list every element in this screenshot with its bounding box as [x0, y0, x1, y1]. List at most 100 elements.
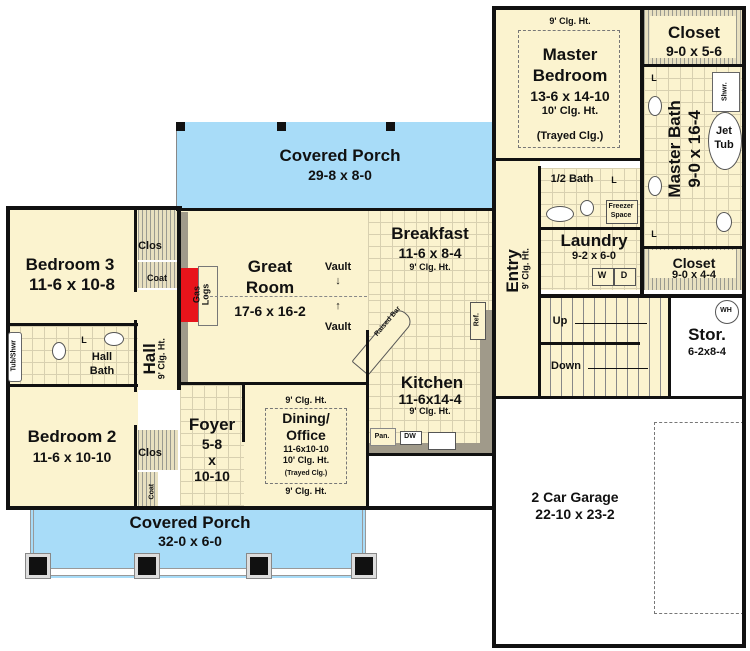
front-porch-size: 32-0 x 6-0 [158, 533, 222, 549]
refrigerator-label: Ref. [473, 313, 481, 327]
water-heater-label: WH [720, 307, 732, 314]
bedroom3-coat-label: Coat [147, 273, 167, 283]
washer [592, 268, 614, 286]
dining-trayed-note: (Trayed Clg.) [284, 470, 328, 477]
garage-door [654, 422, 744, 614]
master-name-line1: Master [542, 45, 598, 64]
great-room-name-line1: Great [247, 257, 293, 276]
jet-tub-label-line1: Jet [716, 125, 732, 137]
jet-tub-label-line2: Tub [714, 139, 734, 151]
great-room-name-line2: Room [245, 278, 295, 297]
front-porch-label: Covered Porch [129, 513, 251, 532]
washer-label: W [597, 270, 607, 280]
dishwasher [400, 431, 422, 445]
master-bath-lav-top: L [651, 73, 657, 83]
wall [244, 382, 368, 385]
garage [496, 398, 746, 648]
kitchen-sink [428, 432, 456, 450]
wall [492, 644, 746, 648]
wall [640, 246, 746, 249]
breakfast-name: Breakfast [391, 224, 469, 243]
master-bath-lav-bottom: L [651, 229, 657, 239]
laundry-name: Laundry [560, 231, 628, 250]
wall [134, 425, 137, 509]
foyer-size-line3: 10-10 [194, 468, 230, 484]
kitchen-counter-right [480, 310, 492, 455]
half-bath-name: 1/2 Bath [550, 173, 594, 185]
wall [366, 330, 369, 510]
half-bath-sink [546, 206, 574, 222]
bedroom3-coat-closet [138, 262, 178, 288]
logs-label: Logs [201, 283, 211, 306]
stairs-down-label: Down [551, 360, 581, 372]
master-bath-size: 9-0 x 16-4 [685, 110, 705, 188]
hall-bath-sink [104, 332, 124, 346]
wall [6, 384, 138, 387]
rear-covered-porch [176, 122, 494, 210]
freezer-label-line1: Freezer [608, 203, 634, 210]
entry-ceiling: 9' Clg. Ht. [520, 248, 531, 290]
bedroom-2 [8, 386, 138, 508]
dining-perimeter-top: 9' Clg. Ht. [285, 395, 327, 405]
garage-size: 22-10 x 23-2 [535, 506, 615, 522]
master-bath-sink [648, 176, 662, 196]
hall [138, 290, 180, 390]
stairs-up-label: Up [552, 315, 568, 327]
porch-post [386, 122, 395, 131]
porch-post [26, 554, 50, 578]
tub-shower [8, 332, 22, 382]
fireplace [180, 268, 198, 322]
garage-name: 2 Car Garage [531, 489, 619, 505]
dryer-label: D [620, 270, 628, 280]
master-name-line2: Bedroom [532, 66, 608, 85]
wall [496, 158, 644, 161]
wall [538, 294, 746, 298]
vault-down-arrow-icon: ↓ [335, 275, 341, 287]
closet-top-name: Closet [668, 23, 720, 42]
entry-name: Entry [503, 249, 523, 293]
wall [177, 382, 247, 385]
closet-top-size: 9-0 x 5-6 [665, 43, 723, 59]
closet-mid-name: Closet [672, 255, 716, 271]
bedroom3-size: 11-6 x 10-8 [28, 275, 115, 294]
breakfast-size: 11-6 x 8-4 [398, 245, 462, 261]
porch-post [352, 554, 376, 578]
wall [640, 64, 746, 67]
freezer-space [606, 200, 638, 224]
wall [668, 296, 671, 398]
wall [538, 166, 541, 398]
wall [492, 8, 496, 648]
wall [540, 342, 640, 345]
hall-bath-name-line2: Bath [89, 365, 115, 377]
kitchen-size: 11-6x14-4 [398, 391, 462, 407]
wall [177, 208, 181, 390]
master-bedroom [496, 10, 642, 160]
master-trayed-note: (Trayed Clg.) [536, 130, 604, 142]
vault-line [205, 296, 367, 297]
great-room-size: 17-6 x 16-2 [234, 303, 306, 319]
closet-mid-size: 9-0 x 4-4 [671, 269, 717, 281]
porch-post [277, 122, 286, 131]
water-heater [715, 300, 739, 324]
dryer [614, 268, 636, 286]
bedroom2-size: 11-6 x 10-10 [32, 449, 112, 465]
vault-bottom-label: Vault [324, 321, 352, 333]
hall-ceiling: 9' Clg. Ht. [156, 338, 167, 380]
wall [496, 396, 746, 399]
breakfast-ceiling: 9' Clg. Ht. [409, 262, 451, 272]
hall-bath-lav-label: L [81, 335, 87, 345]
entry [496, 160, 540, 400]
staircase[interactable] [540, 298, 668, 396]
foyer-size-line1: 5-8 [201, 436, 223, 452]
porch-rail [30, 568, 366, 576]
tub-shower-label: Tub/Shwr [10, 339, 18, 372]
dining-tray-ceiling [265, 408, 347, 484]
bedroom2-closet [138, 430, 178, 470]
rear-porch-size: 29-8 x 8-0 [308, 167, 372, 183]
front-covered-porch [30, 510, 366, 578]
bedroom2-name: Bedroom 2 [27, 427, 117, 446]
master-perimeter-ceiling: 9' Clg. Ht. [549, 16, 591, 26]
bedroom3-closet [138, 210, 178, 260]
half-bath-lav-label: L [611, 175, 617, 185]
bedroom3-closet-label: Clos [138, 240, 162, 252]
